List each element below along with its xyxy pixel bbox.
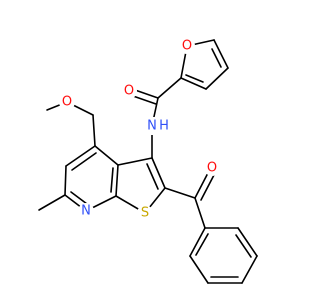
bond-pyr-c5-c6 [64, 165, 67, 196]
bond-carbonyl-o-double [200, 174, 215, 201]
bond-carbonyl-phenyl [194, 197, 206, 229]
amide-oxygen-label: O [124, 84, 134, 99]
bond-furan-c3-c2-inner [185, 74, 204, 83]
bond-ph-c6-c1 [189, 227, 206, 257]
bond-furan-amide-c [157, 77, 182, 99]
atom-pyridine-nitrogen: N [78, 203, 94, 219]
bond-ph-c2-c3 [237, 227, 258, 257]
bond-furan-c3-c2 [180, 77, 207, 90]
bond-furan-c4-c3 [205, 67, 229, 90]
atom-thiophene-sulfur: S [137, 205, 153, 221]
bond-thio-c3-c2 [151, 157, 166, 189]
bond-pyr-c3a-c4 [94, 145, 119, 166]
bond-ph-c3-c4 [241, 255, 258, 284]
bond-thio-c3a-c7a [115, 164, 119, 197]
bond-amide-c-o-double [132, 95, 157, 105]
bond-layer [38, 39, 258, 284]
bond-pyr-c6-n-inner [70, 191, 88, 205]
atom-amide-oxygen: O [121, 83, 137, 99]
bond-methyl [38, 194, 66, 211]
atom-carbonyl-oxygen: O [204, 160, 220, 176]
bond-ph-c5-c6 [189, 255, 209, 284]
bond-pyr-c7a-c3a-inner [110, 167, 114, 193]
furan-oxygen-label: O [182, 39, 192, 54]
carbonyl-oxygen-label: O [207, 161, 217, 176]
molecule-structure: O O N H O O N S [38, 38, 258, 284]
amide-hydrogen-label: H [159, 119, 169, 134]
bond-furan-c5-c4-inner [211, 48, 222, 68]
atom-label-layer: O O N H O O N S [59, 38, 220, 221]
thiophene-sulfur-label: S [141, 206, 149, 221]
bond-furan-c5-c4 [213, 39, 229, 69]
ether-oxygen-label: O [62, 95, 72, 110]
amide-nitrogen-label: N [147, 119, 157, 134]
bond-c4-ch2 [92, 114, 96, 147]
atom-amide-nitrogen: N H [141, 117, 169, 135]
bond-carbonyl-o [194, 170, 210, 199]
bond-thio-c3-c2-inner [146, 163, 159, 190]
bond-ph-c6-c1-inner [195, 233, 209, 256]
bond-pyr-c4-c5-inner [71, 152, 97, 171]
atom-ether-oxygen: O [59, 94, 75, 110]
bond-thio-c3-c3a [117, 157, 153, 166]
bond-pyr-c4-c5 [65, 145, 96, 167]
pyridine-nitrogen-label: N [81, 204, 91, 219]
bond-amide-c-o [134, 89, 159, 99]
atom-furan-oxygen: O [179, 38, 195, 54]
bond-thio-c2-carbonyl [164, 187, 196, 199]
bond-ph-c2-c3-inner [235, 234, 252, 258]
